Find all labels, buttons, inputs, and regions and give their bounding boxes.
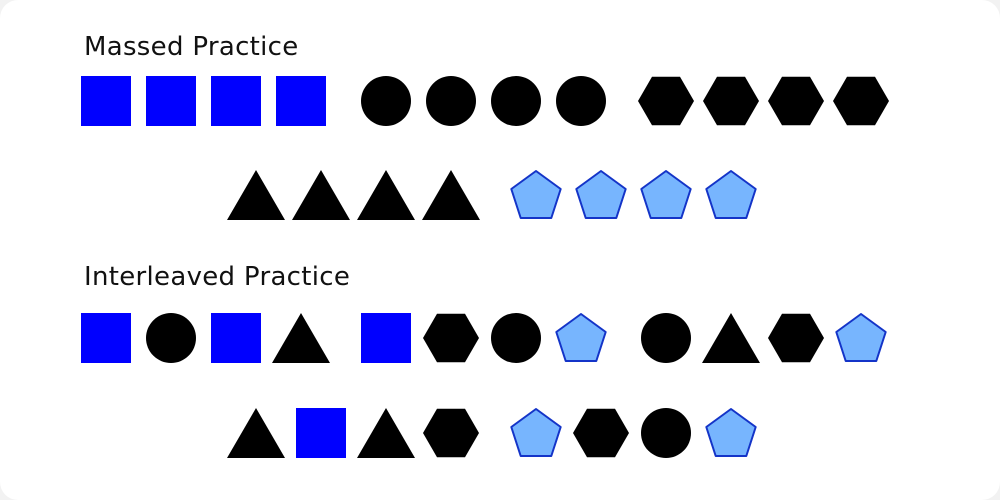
hexagon-shape: [423, 313, 479, 363]
square-shape: [146, 76, 196, 126]
circle-shape: [426, 76, 476, 126]
interleaved-row-1: [81, 313, 887, 363]
triangle-shape: [702, 313, 760, 363]
hexagon-shape: [768, 313, 824, 363]
circle-shape: [641, 313, 691, 363]
circle-shape: [556, 76, 606, 126]
triangle-shape: [227, 170, 285, 220]
square-shape: [81, 313, 131, 363]
pentagon-shape: [510, 170, 562, 219]
triangle-shape: [422, 170, 480, 220]
pentagon-shape: [835, 313, 887, 362]
massed-practice-title: Massed Practice: [84, 32, 299, 62]
circle-shape: [491, 313, 541, 363]
pentagon-shape: [705, 408, 757, 457]
hexagon-shape: [833, 76, 889, 126]
interleaved-row-2: [227, 408, 757, 458]
pentagon-shape: [555, 313, 607, 362]
square-shape: [296, 408, 346, 458]
circle-shape: [641, 408, 691, 458]
massed-row-2: [227, 170, 757, 220]
triangle-shape: [357, 170, 415, 220]
triangle-shape: [272, 313, 330, 363]
triangle-shape: [292, 170, 350, 220]
triangle-shape: [227, 408, 285, 458]
pentagon-shape: [705, 170, 757, 219]
pentagon-shape: [575, 170, 627, 219]
hexagon-shape: [423, 408, 479, 458]
triangle-shape: [357, 408, 415, 458]
square-shape: [361, 313, 411, 363]
interleaved-practice-title: Interleaved Practice: [84, 262, 351, 292]
pentagon-shape: [510, 408, 562, 457]
hexagon-shape: [768, 76, 824, 126]
circle-shape: [146, 313, 196, 363]
hexagon-shape: [638, 76, 694, 126]
pentagon-shape: [640, 170, 692, 219]
square-shape: [211, 313, 261, 363]
square-shape: [81, 76, 131, 126]
circle-shape: [361, 76, 411, 126]
hexagon-shape: [573, 408, 629, 458]
massed-row-1: [81, 76, 889, 126]
square-shape: [211, 76, 261, 126]
hexagon-shape: [703, 76, 759, 126]
square-shape: [276, 76, 326, 126]
circle-shape: [491, 76, 541, 126]
